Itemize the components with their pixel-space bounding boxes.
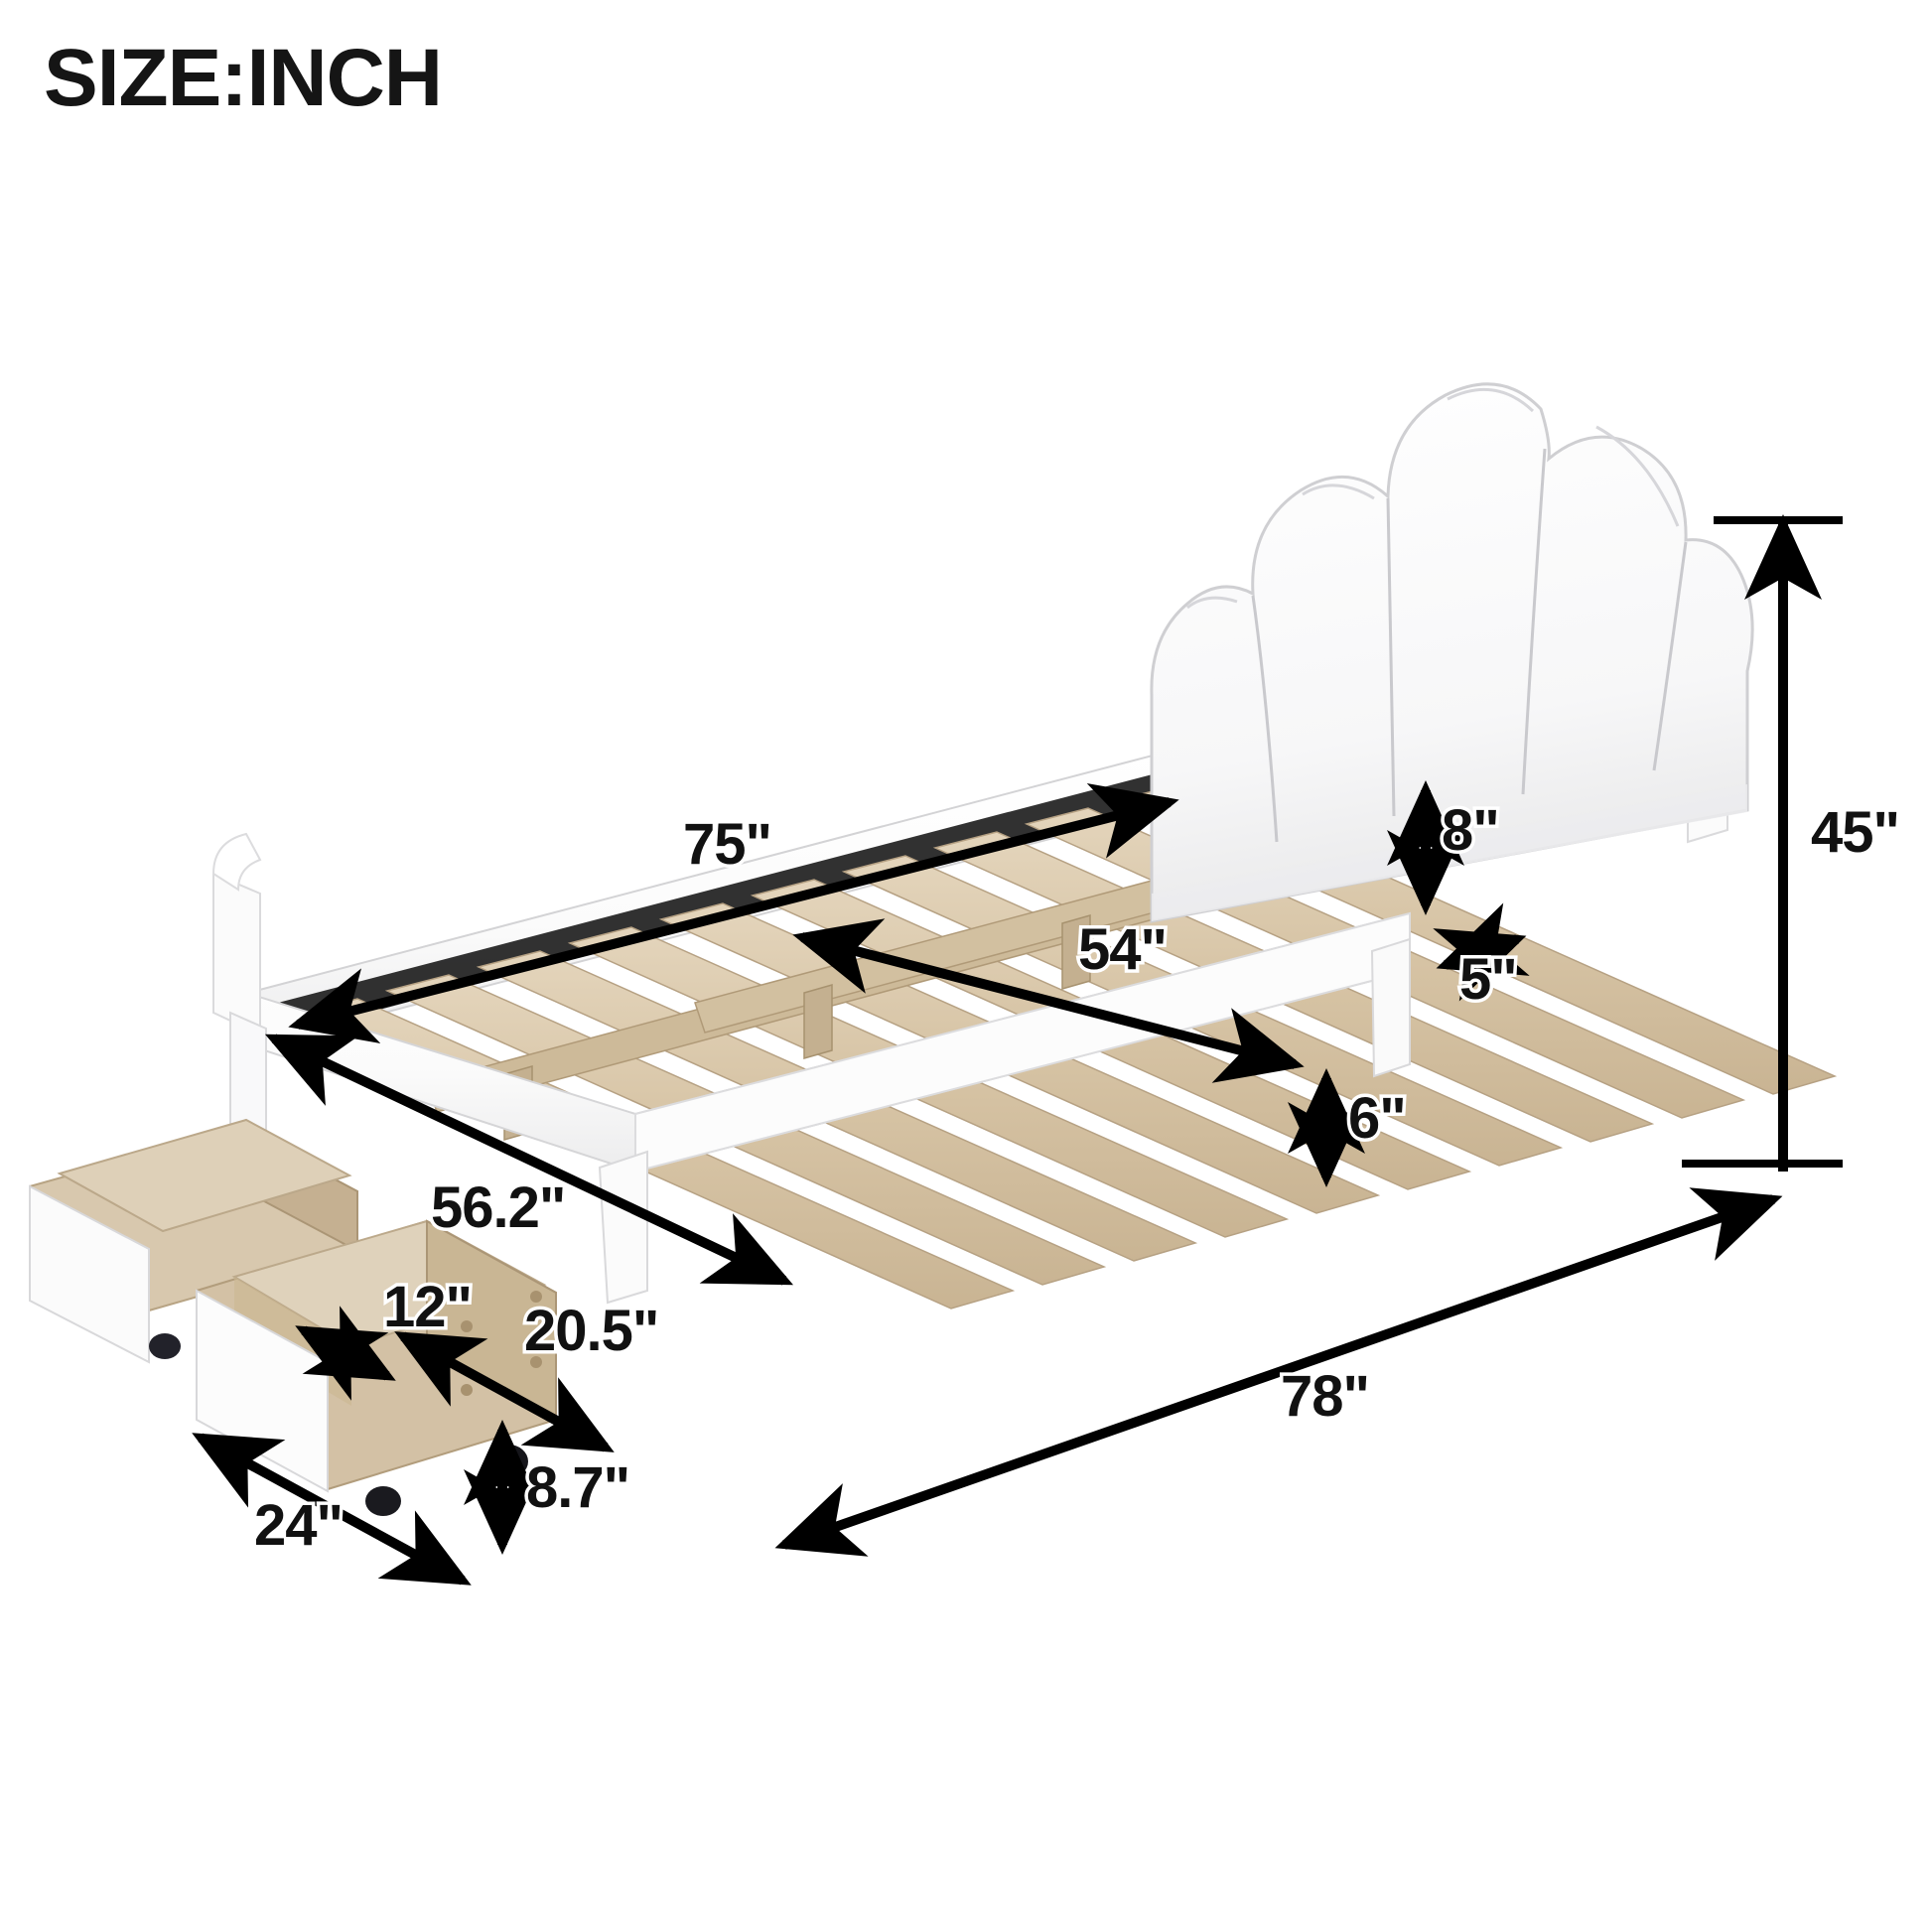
- dimline-75: [288, 782, 1179, 1044]
- dimension-label-8-7: 8.7": [522, 1455, 633, 1520]
- drawer-caster: [488, 1445, 528, 1478]
- dimension-label-12: 12": [379, 1275, 476, 1339]
- drawer-screw: [461, 1384, 473, 1396]
- dimension-label-75: 75": [679, 812, 775, 877]
- dimension-label-78: 78": [1277, 1364, 1373, 1429]
- footboard-end-rail: [212, 872, 261, 1036]
- dimline-54: [792, 918, 1305, 1083]
- dimension-label-8: 8": [1439, 798, 1504, 863]
- bed-frame: [211, 382, 1838, 1310]
- dimension-label-45: 45": [1807, 800, 1903, 865]
- dimline-5: [1433, 902, 1530, 1002]
- headboard-panel: [1150, 382, 1754, 923]
- dimension-label-6: 6": [1345, 1086, 1411, 1151]
- dimline-56-2: [264, 1034, 794, 1286]
- drawer-caster: [149, 1333, 181, 1359]
- dimline-78: [774, 1187, 1783, 1557]
- headboard-seams: [1251, 448, 1688, 843]
- dimension-label-20-5: 20.5": [520, 1299, 662, 1363]
- headboard-outline-echo: [1186, 387, 1680, 610]
- bed-leg-rear-right: [1370, 937, 1411, 1078]
- footboard-corner: [211, 832, 262, 892]
- drawer-back-front-panel: [29, 1184, 150, 1364]
- dimension-label-24: 24": [250, 1493, 346, 1558]
- bed-leg-footboard: [598, 1150, 648, 1305]
- center-support-leg: [803, 984, 833, 1059]
- dimline-24: [192, 1433, 472, 1586]
- drawer-screw: [530, 1291, 542, 1303]
- page-title: SIZE:INCH: [44, 33, 443, 123]
- dimension-label-54: 54": [1074, 917, 1171, 982]
- dimline-12: [295, 1306, 396, 1401]
- dimension-label-56-2: 56.2": [427, 1175, 569, 1240]
- drawer-screw: [461, 1320, 473, 1332]
- drawer-caster: [365, 1486, 401, 1516]
- dimension-lines: [192, 513, 1843, 1586]
- dimension-label-5: 5": [1456, 947, 1522, 1012]
- dimline-20-5: [394, 1331, 615, 1452]
